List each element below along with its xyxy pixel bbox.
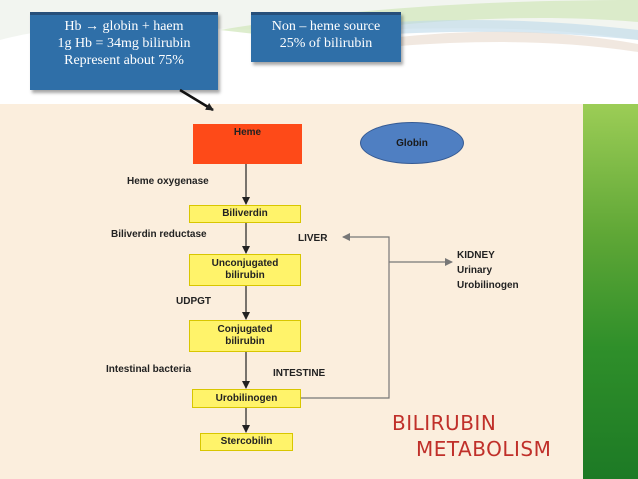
urinary-urobilinogen-label: Urobilinogen	[457, 280, 519, 291]
title-line-1: BILIRUBIN	[392, 411, 497, 435]
non-heme-note-box: Non – heme source 25% of bilirubin	[251, 12, 401, 62]
biliverdin-reductase-label: Biliverdin reductase	[111, 229, 207, 240]
heme-oxygenase-label: Heme oxygenase	[127, 176, 209, 187]
conjugated-bilirubin-box: Conjugated bilirubin	[189, 320, 301, 352]
urinary-label: Urinary	[457, 265, 493, 276]
hb-note-line-2: 1g Hb = 34mg bilirubin	[57, 36, 191, 51]
biliverdin-box: Biliverdin	[189, 205, 301, 223]
udpgt-label: UDPGT	[176, 296, 211, 307]
intestinal-bacteria-label: Intestinal bacteria	[106, 364, 192, 375]
right-green-stripe	[583, 104, 638, 479]
unconjugated-bilirubin-box: Unconjugated bilirubin	[189, 254, 301, 286]
non-heme-note-line-2: 25% of bilirubin	[279, 36, 373, 51]
title-line-2: METABOLISM	[416, 437, 552, 461]
stercobilin-box: Stercobilin	[200, 433, 293, 451]
urobilinogen-box: Urobilinogen	[192, 389, 301, 408]
kidney-label-block: KIDNEY Urinary Urobilinogen	[457, 248, 519, 293]
hb-note-line-1: Hb → globin + haem	[64, 19, 184, 34]
kidney-label: KIDNEY	[457, 250, 495, 261]
hb-note-box: Hb → globin + haem 1g Hb = 34mg bilirubi…	[30, 12, 218, 90]
diagram-panel	[0, 104, 583, 479]
non-heme-note-line-1: Non – heme source	[271, 19, 381, 34]
liver-label: LIVER	[298, 233, 328, 244]
heme-box: Heme	[193, 124, 302, 164]
intestine-label: INTESTINE	[273, 368, 326, 379]
hb-note-line-3: Represent about 75%	[64, 53, 184, 68]
globin-ellipse: Globin	[360, 122, 464, 164]
